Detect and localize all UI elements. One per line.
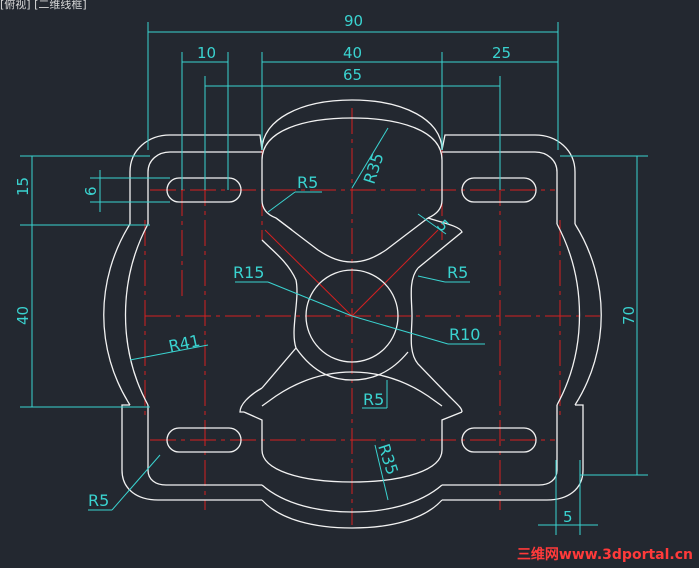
radius-r10: R10 (449, 325, 480, 344)
radius-r35-bottom: R35 (374, 441, 402, 477)
watermark: 三维网www.3dportal.cn (516, 547, 693, 563)
slot-bottom-right (461, 427, 537, 453)
viewport-label[interactable]: [俯视] [二维线框] (0, 0, 87, 11)
dimension-lines (20, 22, 648, 535)
dim-right-offset: 25 (492, 44, 511, 62)
dim-slot-width: 10 (197, 44, 216, 62)
part-outline (103, 99, 602, 529)
slot-top-right (461, 177, 537, 203)
dim-overall-height: 70 (620, 306, 638, 325)
radius-r35-top: R35 (360, 150, 388, 186)
dim-gap-5: 5 (433, 216, 452, 235)
dim-slot-span: 65 (343, 66, 362, 84)
dim-bottom-offset: 5 (563, 508, 573, 526)
inner-pocket (239, 117, 463, 483)
radius-r15: R15 (233, 263, 264, 282)
dim-center-span: 40 (343, 44, 362, 62)
radius-r5-corner: R5 (88, 491, 109, 510)
dimension-labels: 90 10 40 25 65 15 6 40 70 5 5 (14, 12, 638, 526)
dim-middle-band: 40 (14, 306, 32, 325)
dim-overall-width: 90 (344, 12, 363, 30)
radius-r5-top: R5 (297, 173, 318, 192)
slot-bottom-left (166, 427, 242, 453)
slot-top-left (166, 177, 242, 203)
radius-r41: R41 (167, 331, 202, 356)
slots (166, 177, 537, 453)
radius-r5-right: R5 (447, 263, 468, 282)
dim-top-band: 15 (14, 177, 32, 196)
radius-r5-center: R5 (363, 390, 384, 409)
dim-slot-height: 6 (82, 186, 100, 196)
radius-labels: R5 R35 R15 R5 R10 R41 R5 R35 R5 (88, 150, 480, 510)
